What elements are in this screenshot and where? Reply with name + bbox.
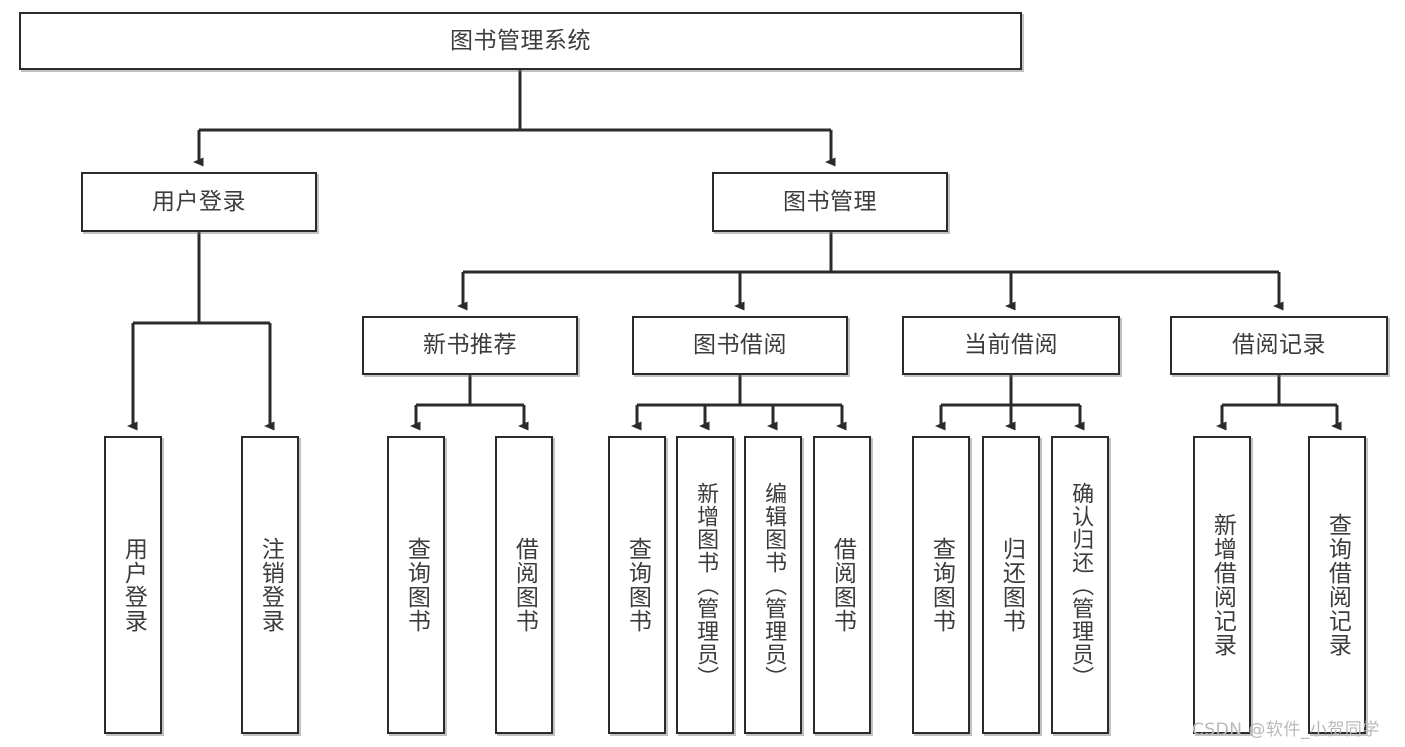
node-leaf-borrow-book-1[interactable]: 借阅图书 xyxy=(495,436,553,734)
node-leaf-query-book-1-label: 查询图书 xyxy=(403,537,430,633)
node-new-book-recommend-label: 新书推荐 xyxy=(423,332,517,359)
node-leaf-logout-login[interactable]: 注销登录 xyxy=(241,436,299,734)
node-leaf-borrow-book-1-label: 借阅图书 xyxy=(511,537,538,633)
node-leaf-return-book[interactable]: 归还图书 xyxy=(982,436,1040,734)
node-leaf-query-record[interactable]: 查询借阅记录 xyxy=(1308,436,1366,734)
node-leaf-logout-login-label: 注销登录 xyxy=(257,537,284,633)
node-leaf-confirm-return[interactable]: 确认归还（管理员） xyxy=(1051,436,1109,734)
node-leaf-add-record-label: 新增借阅记录 xyxy=(1209,513,1236,657)
node-book-borrow-label: 图书借阅 xyxy=(693,332,787,359)
node-leaf-query-book-2-label: 查询图书 xyxy=(624,537,651,633)
node-current-borrow[interactable]: 当前借阅 xyxy=(902,316,1120,375)
node-user-login-label: 用户登录 xyxy=(152,188,246,215)
node-leaf-borrow-book-2[interactable]: 借阅图书 xyxy=(813,436,871,734)
node-leaf-borrow-book-2-label: 借阅图书 xyxy=(829,537,856,633)
node-leaf-query-book-3-label: 查询图书 xyxy=(928,537,955,633)
node-leaf-edit-book-label: 编辑图书（管理员） xyxy=(761,481,787,689)
node-leaf-add-record[interactable]: 新增借阅记录 xyxy=(1193,436,1251,734)
node-leaf-add-book[interactable]: 新增图书（管理员） xyxy=(676,436,734,734)
node-current-borrow-label: 当前借阅 xyxy=(964,332,1058,359)
node-leaf-edit-book[interactable]: 编辑图书（管理员） xyxy=(744,436,802,734)
node-book-manage-label: 图书管理 xyxy=(783,188,877,215)
node-book-borrow[interactable]: 图书借阅 xyxy=(632,316,848,375)
node-root-system[interactable]: 图书管理系统 xyxy=(19,12,1022,70)
node-leaf-user-login[interactable]: 用户登录 xyxy=(104,436,162,734)
node-leaf-query-book-1[interactable]: 查询图书 xyxy=(387,436,445,734)
node-book-manage[interactable]: 图书管理 xyxy=(712,172,948,232)
node-leaf-add-book-label: 新增图书（管理员） xyxy=(693,481,719,689)
node-borrow-record[interactable]: 借阅记录 xyxy=(1170,316,1388,375)
node-new-book-recommend[interactable]: 新书推荐 xyxy=(362,316,578,375)
node-leaf-confirm-return-label: 确认归还（管理员） xyxy=(1068,481,1094,689)
node-user-login[interactable]: 用户登录 xyxy=(81,172,317,232)
node-leaf-query-book-3[interactable]: 查询图书 xyxy=(912,436,970,734)
node-leaf-user-login-label: 用户登录 xyxy=(120,537,147,633)
node-root-system-label: 图书管理系统 xyxy=(450,27,591,54)
node-leaf-query-book-2[interactable]: 查询图书 xyxy=(608,436,666,734)
node-leaf-query-record-label: 查询借阅记录 xyxy=(1324,513,1351,657)
node-borrow-record-label: 借阅记录 xyxy=(1232,332,1326,359)
node-leaf-return-book-label: 归还图书 xyxy=(998,537,1025,633)
